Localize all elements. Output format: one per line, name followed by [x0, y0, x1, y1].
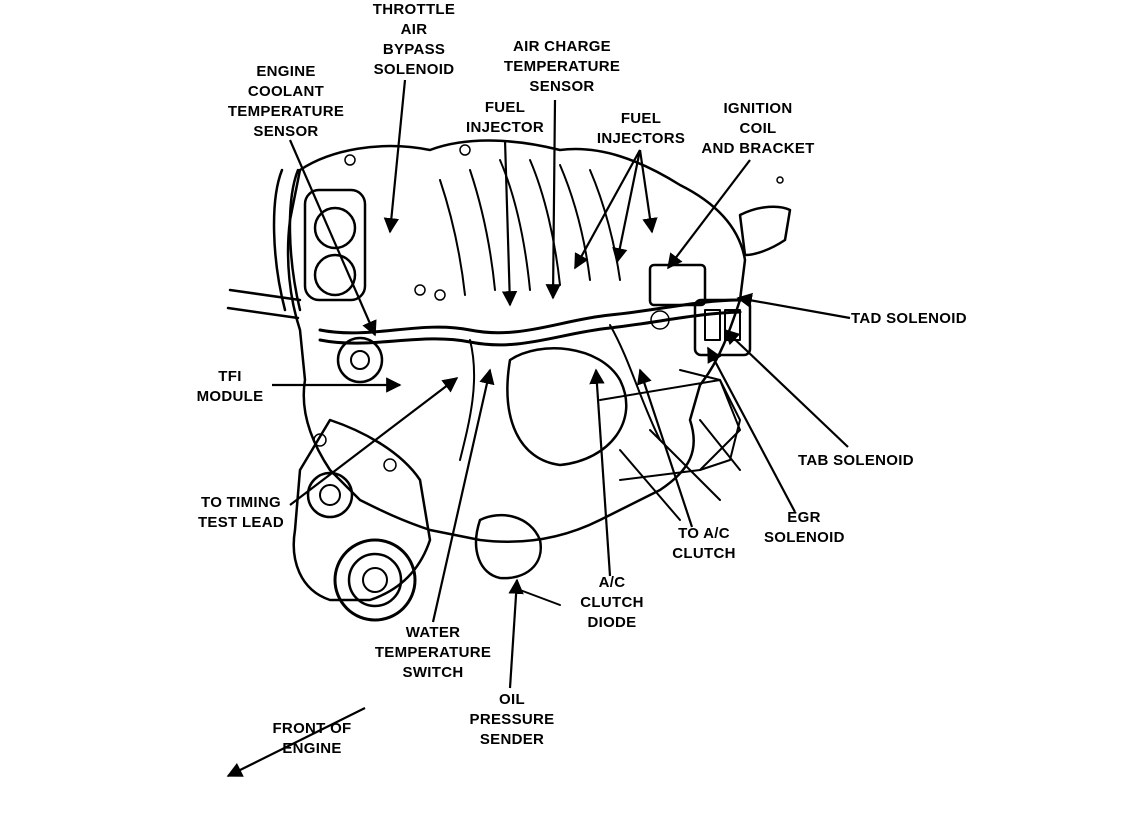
label-ac-clutch-diode: A/C CLUTCH DIODE — [580, 574, 644, 631]
label-ignition-coil-and-bracket: IGNITION COIL AND BRACKET — [701, 100, 815, 157]
label-engine-coolant-temperature-sensor: ENGINE COOLANT TEMPERATURE SENSOR — [227, 63, 345, 140]
leader-lines — [226, 79, 851, 777]
label-egr-solenoid: EGR SOLENOID — [764, 509, 845, 546]
label-fuel-injectors: FUEL INJECTORS — [596, 110, 686, 147]
label-oil-pressure-sender: OIL PRESSURE SENDER — [469, 691, 555, 748]
label-throttle-air-bypass-solenoid: THROTTLE AIR BYPASS SOLENOID — [372, 1, 456, 78]
label-fuel-injector: FUEL INJECTOR — [466, 99, 544, 136]
label-tfi-module: TFI MODULE — [196, 368, 264, 405]
label-water-temperature-switch: WATER TEMPERATURE SWITCH — [374, 624, 492, 681]
leader-timing-test-lead — [289, 377, 459, 506]
label-tab-solenoid: TAB SOLENOID — [798, 452, 914, 469]
leader-fuel-injectors-2 — [612, 149, 642, 264]
leader-ac-clutch-diode — [589, 368, 612, 577]
leader-fuel-injector — [501, 139, 518, 307]
leader-water-temp-switch — [431, 368, 495, 623]
label-to-ac-clutch: TO A/C CLUTCH — [672, 525, 736, 562]
label-tad-solenoid: TAD SOLENOID — [851, 310, 967, 327]
label-to-timing-test-lead: TO TIMING TEST LEAD — [197, 494, 285, 531]
label-front-of-engine: FRONT OF ENGINE — [272, 720, 352, 757]
engine-illustration — [226, 139, 792, 622]
leader-fuel-injectors-3 — [638, 149, 658, 234]
leader-tab-solenoid — [723, 328, 849, 448]
front-of-engine-arrow — [226, 707, 366, 777]
leader-egr-solenoid — [707, 346, 796, 513]
leader-ignition-coil — [667, 159, 751, 270]
leader-oil-pressure-sender — [508, 578, 524, 689]
leader-air-charge-temp — [545, 99, 561, 300]
label-air-charge-temperature-sensor: AIR CHARGE TEMPERATURE SENSOR — [503, 38, 621, 95]
leader-fuel-injectors-1 — [574, 149, 641, 270]
leader-throttle-air-bypass — [383, 79, 407, 234]
leader-engine-coolant-temp — [288, 139, 377, 337]
leader-tad-solenoid — [736, 292, 851, 320]
leader-to-ac-clutch — [637, 368, 694, 528]
